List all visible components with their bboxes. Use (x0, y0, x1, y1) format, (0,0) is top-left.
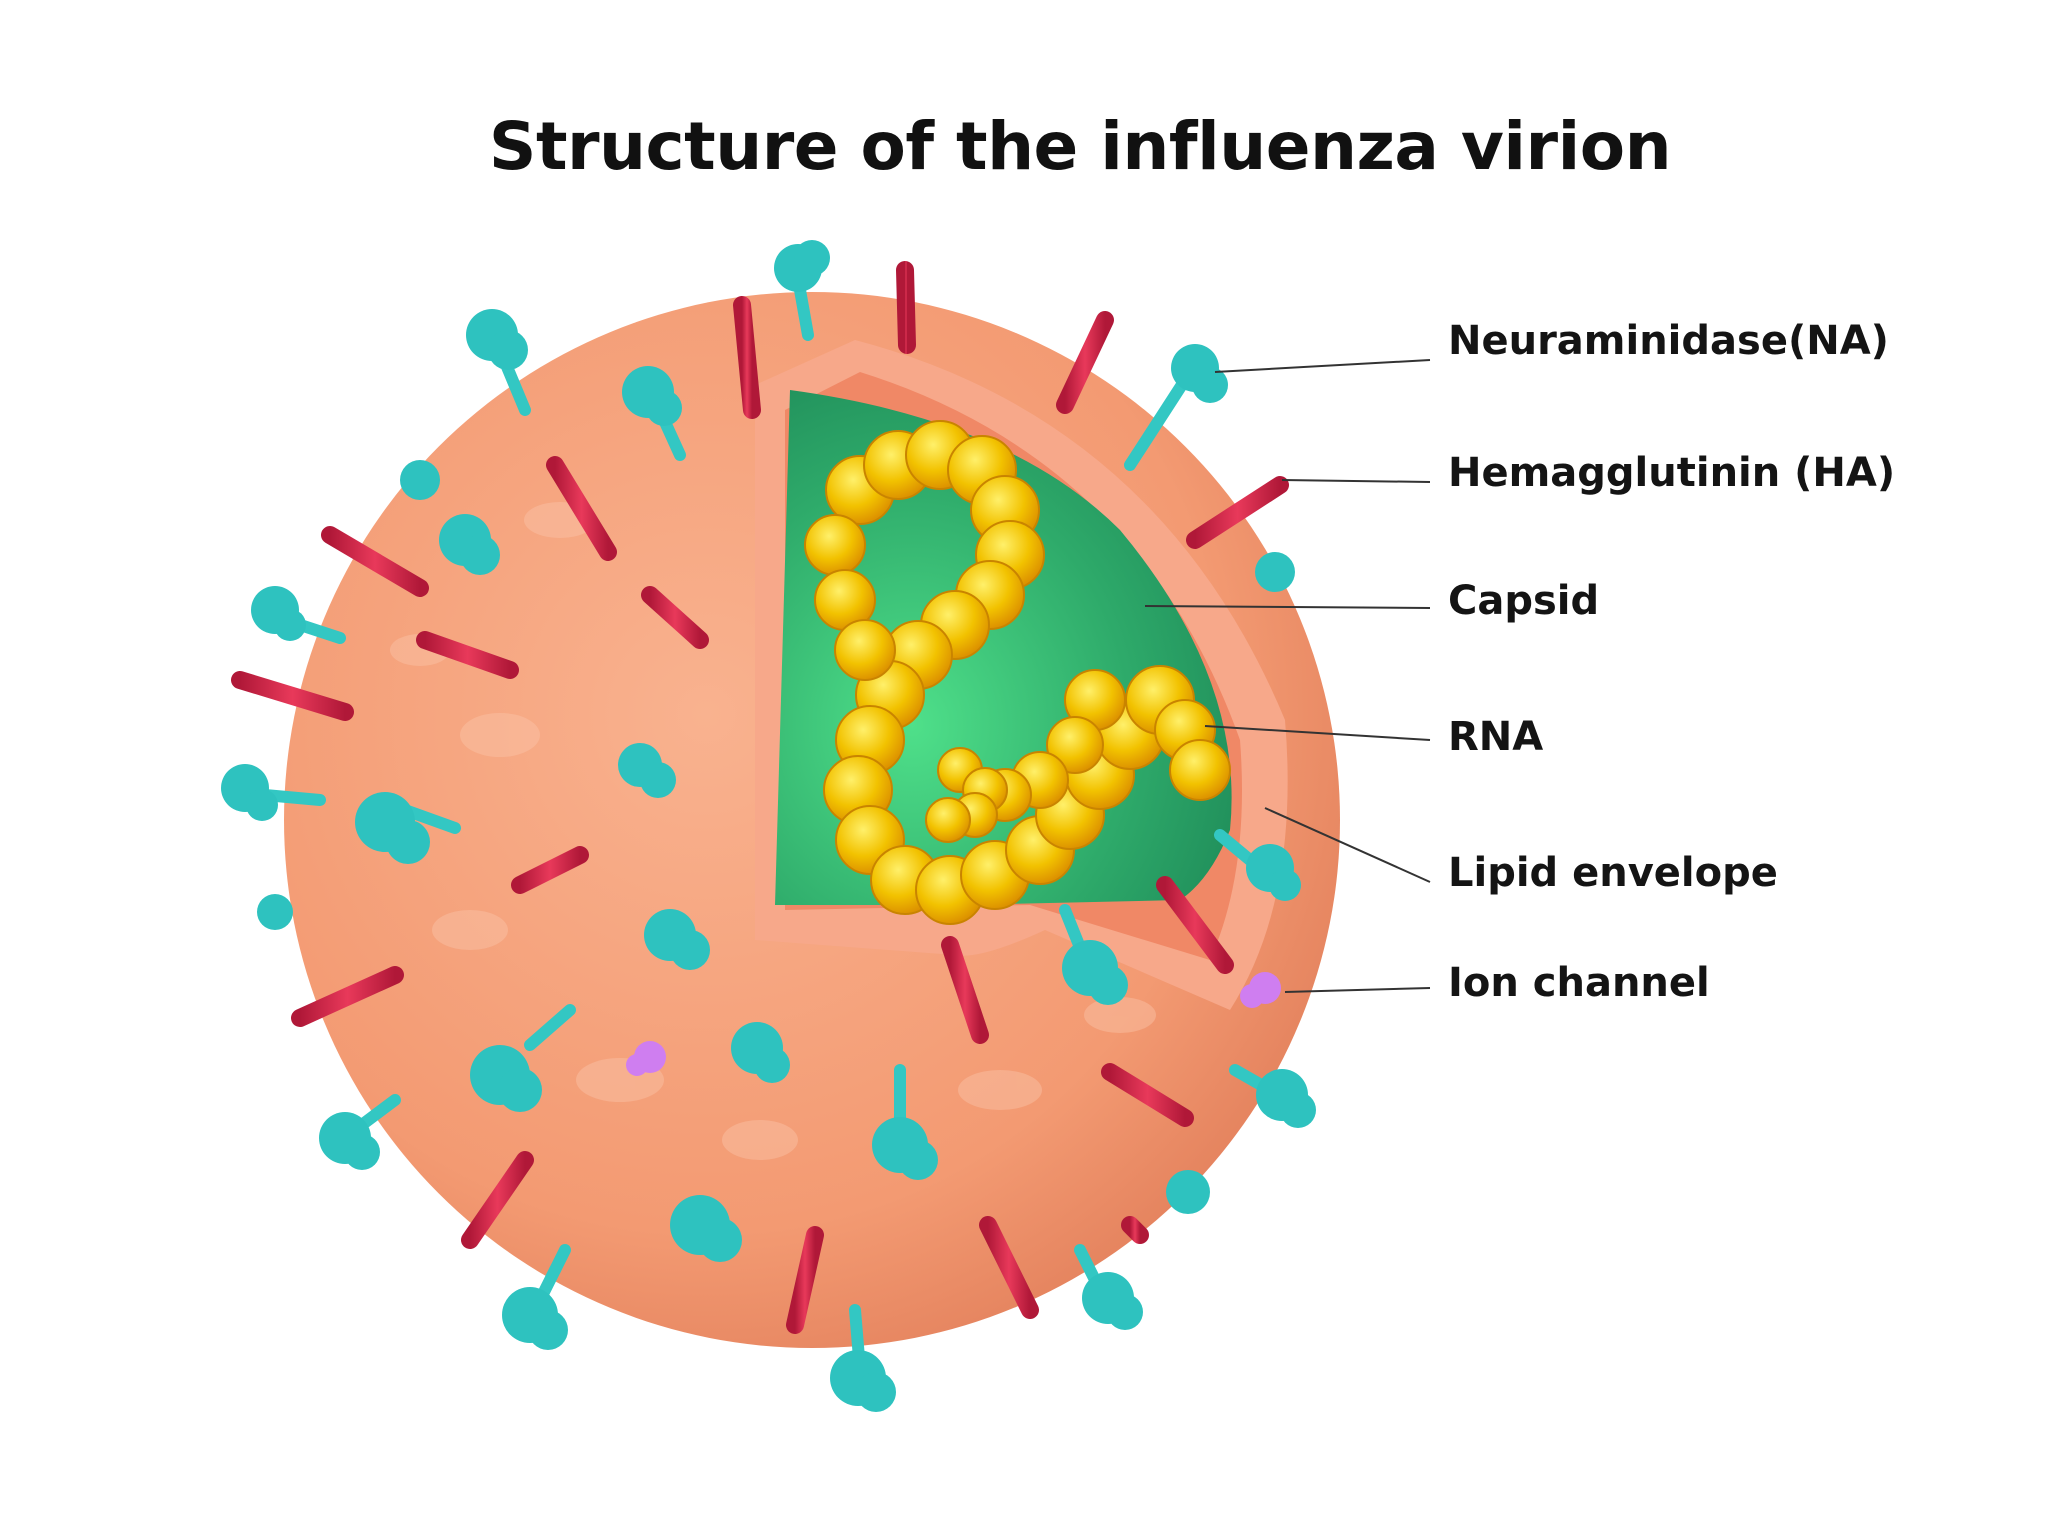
leader-lines (1144, 359, 1431, 993)
neuraminidase-spikes (221, 240, 1316, 1412)
rna-strands (804, 420, 1231, 925)
diagram-title: Structure of the influenza virion (488, 108, 1672, 185)
label-hemagglutinin: Hemagglutinin (HA) (1448, 450, 1896, 496)
label-neuraminidase: Neuraminidase(NA) (1448, 318, 1889, 364)
envelope-highlights (390, 502, 1156, 1160)
label-capsid: Capsid (1448, 578, 1600, 624)
leader-line-rna (1204, 725, 1431, 741)
leader-line-neuraminidase (1214, 359, 1431, 373)
leader-line-ion-channel (1284, 987, 1431, 993)
ion-channels (626, 972, 1281, 1076)
leader-line-capsid (1144, 605, 1431, 609)
label-ion-channel: Ion channel (1448, 960, 1710, 1006)
label-rna: RNA (1448, 714, 1544, 760)
label-lipid-envelope: Lipid envelope (1448, 850, 1778, 896)
hemagglutinin-spikes (231, 261, 1289, 1334)
leader-line-hemagglutinin (1281, 479, 1431, 483)
leader-line-lipid-envelope (1264, 807, 1431, 883)
